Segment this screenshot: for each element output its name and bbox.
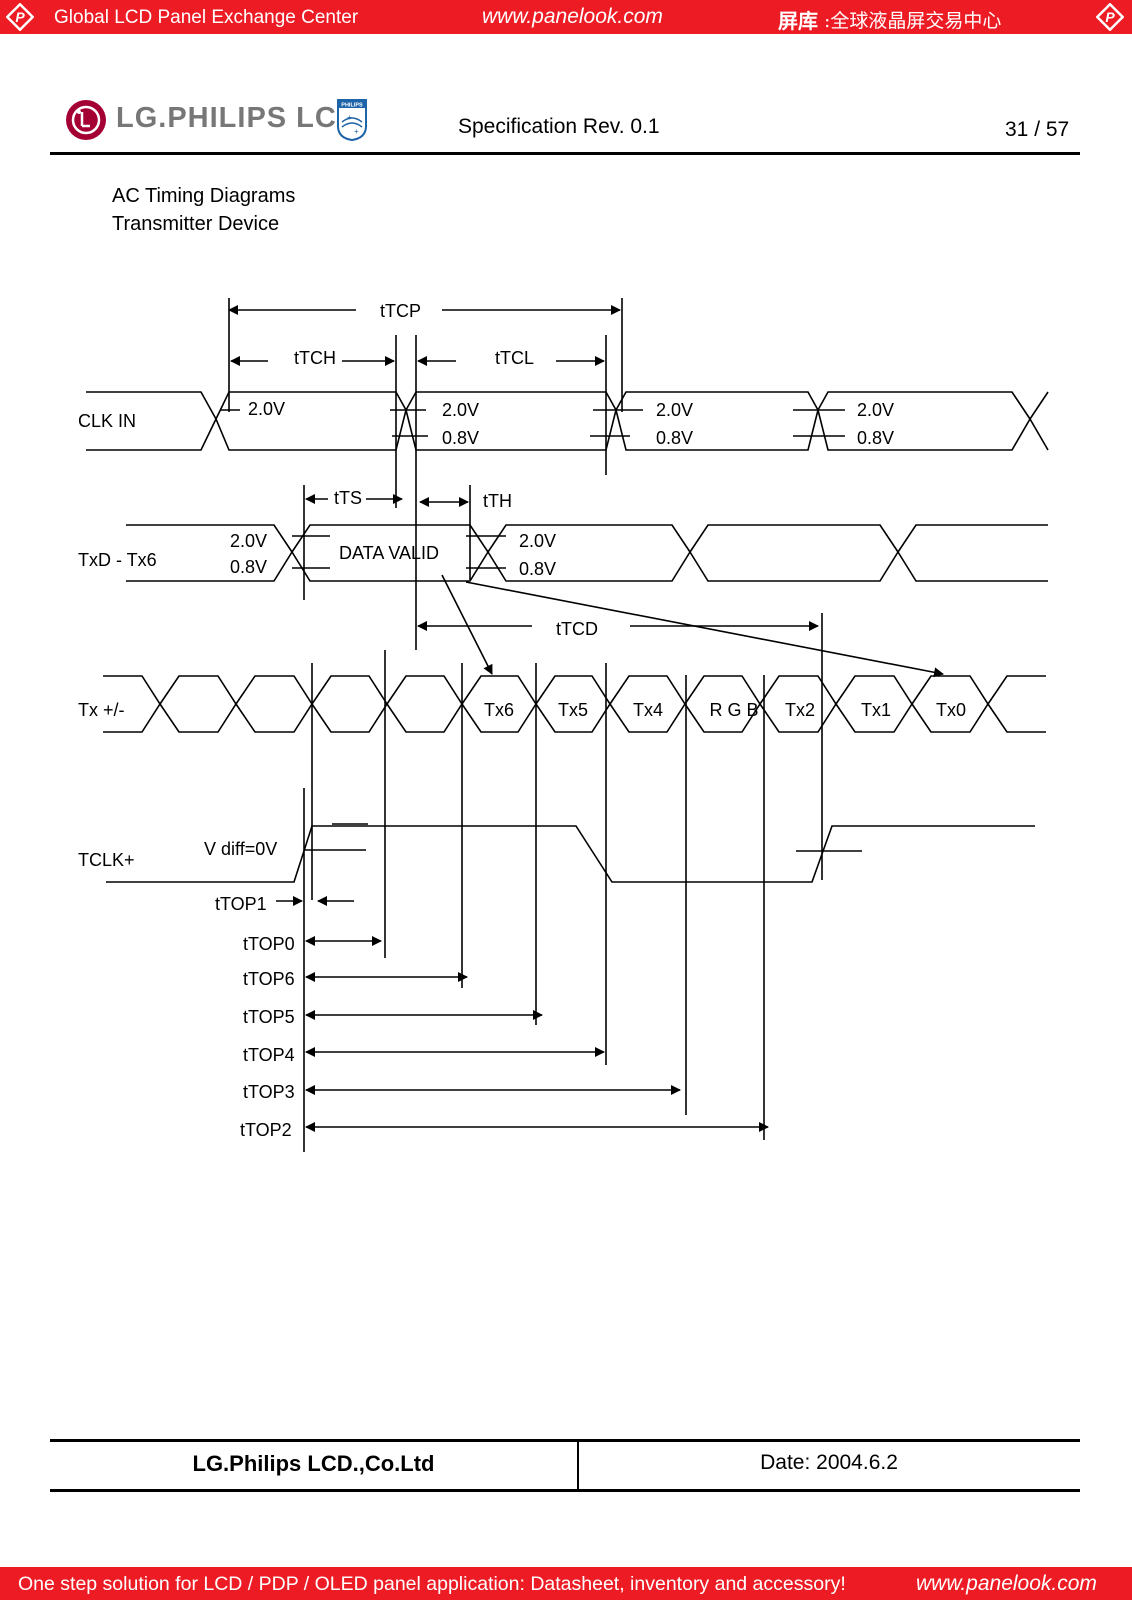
- vdiff-label: V diff=0V: [204, 839, 277, 859]
- label-tth: tTH: [483, 491, 512, 511]
- footer-rule-bottom: [50, 1489, 1080, 1492]
- label-ttcp: tTCP: [380, 301, 421, 321]
- txd-level-high-left: 2.0V: [230, 531, 267, 551]
- bit-label-tx5: Tx5: [558, 700, 588, 720]
- header-rule: [50, 152, 1080, 155]
- clk-level-high-1: 2.0V: [248, 399, 285, 419]
- bit-label-tx2: Tx2: [785, 700, 815, 720]
- philips-badge-text: PHILIPS: [341, 103, 363, 109]
- clk-level-high-4: 2.0V: [857, 400, 894, 420]
- label-tts: tTS: [334, 488, 362, 508]
- txd-level-low-left: 0.8V: [230, 557, 267, 577]
- bit-label-tx1: Tx1: [861, 700, 891, 720]
- bit-label-tx4: Tx4: [633, 700, 663, 720]
- bit-label-tx0: Tx0: [936, 700, 966, 720]
- clk-level-low-3: 0.8V: [656, 428, 693, 448]
- banner-site-link[interactable]: www.panelook.com: [482, 5, 663, 28]
- data-valid-label: DATA VALID: [339, 543, 439, 563]
- label-ttcd: tTCD: [556, 619, 598, 639]
- txd-level-low-right: 0.8V: [519, 559, 556, 579]
- label-ttop1: tTOP1: [215, 894, 267, 914]
- label-ttcl: tTCL: [495, 348, 534, 368]
- page-title: Specification Rev. 0.1: [458, 115, 660, 138]
- footer-date: Date: 2004.6.2: [760, 1451, 898, 1474]
- top-banner: P Global LCD Panel Exchange Center www.p…: [0, 0, 1132, 34]
- signal-label-txd: TxD - Tx6: [78, 550, 157, 570]
- signal-label-tx: Tx +/-: [78, 700, 125, 720]
- svg-text:P: P: [15, 9, 25, 25]
- page-number: 31 / 57: [1005, 118, 1070, 141]
- svg-text:P: P: [1105, 9, 1115, 25]
- signal-label-tclk: TCLK+: [78, 850, 135, 870]
- banner-right-text: :全球液晶屏交易中心: [824, 10, 1002, 32]
- footer-divider: [577, 1441, 579, 1490]
- banner-left-text: Global LCD Panel Exchange Center: [54, 7, 359, 28]
- panelook-logo-icon-right: P: [1096, 3, 1124, 31]
- label-ttop3: tTOP3: [243, 1082, 295, 1102]
- label-ttop0: tTOP0: [243, 934, 295, 954]
- label-ttop4: tTOP4: [243, 1045, 295, 1065]
- philips-shield-icon: PHILIPS + +: [337, 99, 367, 142]
- label-ttop2: tTOP2: [240, 1120, 292, 1140]
- label-ttop6: tTOP6: [243, 969, 295, 989]
- footer-rule-top: [50, 1439, 1080, 1442]
- banner-right-bold: 屏库: [778, 11, 818, 33]
- section-subtitle: Transmitter Device: [112, 213, 280, 235]
- bottom-banner-link[interactable]: www.panelook.com: [916, 1572, 1097, 1595]
- lg-philips-logo-text: LG.PHILIPS LCD: [116, 102, 359, 134]
- bit-label-tx6: Tx6: [484, 700, 514, 720]
- svg-text:+: +: [354, 127, 359, 136]
- label-ttch: tTCH: [294, 348, 336, 368]
- bit-label-rgb: R G B: [709, 700, 758, 720]
- clk-level-low-4: 0.8V: [857, 428, 894, 448]
- bottom-banner-text: One step solution for LCD / PDP / OLED p…: [18, 1573, 846, 1595]
- signal-label-clk: CLK IN: [78, 411, 136, 431]
- label-ttop5: tTOP5: [243, 1007, 295, 1027]
- svg-text:+: +: [347, 113, 352, 122]
- bottom-banner: One step solution for LCD / PDP / OLED p…: [0, 1567, 1132, 1600]
- section-title: AC Timing Diagrams: [112, 185, 296, 207]
- clk-level-low-2: 0.8V: [442, 428, 479, 448]
- timing-diagram: CLK IN TxD - Tx6 Tx +/- TCLK+ tTCP tTCH …: [78, 298, 1049, 1152]
- lg-logo-icon: [66, 100, 106, 140]
- panelook-logo-icon: P: [6, 3, 34, 31]
- clk-level-high-3: 2.0V: [656, 400, 693, 420]
- txd-level-high-right: 2.0V: [519, 531, 556, 551]
- footer-company: LG.Philips LCD.,Co.Ltd: [192, 1451, 435, 1476]
- clk-level-high-2: 2.0V: [442, 400, 479, 420]
